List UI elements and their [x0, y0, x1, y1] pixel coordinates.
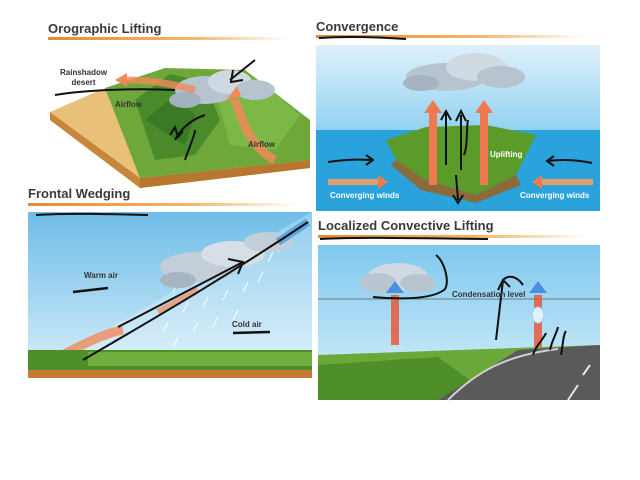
converging-winds-label-left: Converging winds — [330, 191, 400, 200]
frontal-title-rule — [28, 203, 298, 206]
orographic-clouds — [169, 70, 275, 108]
frontal-diagram — [28, 212, 312, 378]
uplifting-label: Uplifting — [490, 150, 523, 159]
orographic-title: Orographic Lifting — [48, 21, 162, 36]
convective-diagram — [318, 236, 600, 401]
condensation-level-label: Condensation level — [452, 290, 526, 299]
cold-air-label: Cold air — [232, 320, 262, 329]
rainshadow-label: Rainshadow desert — [60, 68, 108, 87]
warm-air-label: Warm air — [84, 271, 118, 280]
convective-title: Localized Convective Lifting — [318, 218, 494, 233]
convergence-title: Convergence — [316, 19, 399, 34]
convergence-title-rule — [316, 35, 586, 38]
convergence-diagram — [316, 35, 600, 211]
convective-title-rule — [318, 235, 588, 238]
orographic-title-rule — [48, 37, 288, 40]
airflow-label-right: Airflow — [248, 140, 276, 149]
orographic-diagram — [50, 59, 310, 188]
converging-winds-label-right: Converging winds — [520, 191, 590, 200]
frontal-title: Frontal Wedging — [28, 186, 131, 201]
airflow-label-left: Airflow — [115, 100, 143, 109]
